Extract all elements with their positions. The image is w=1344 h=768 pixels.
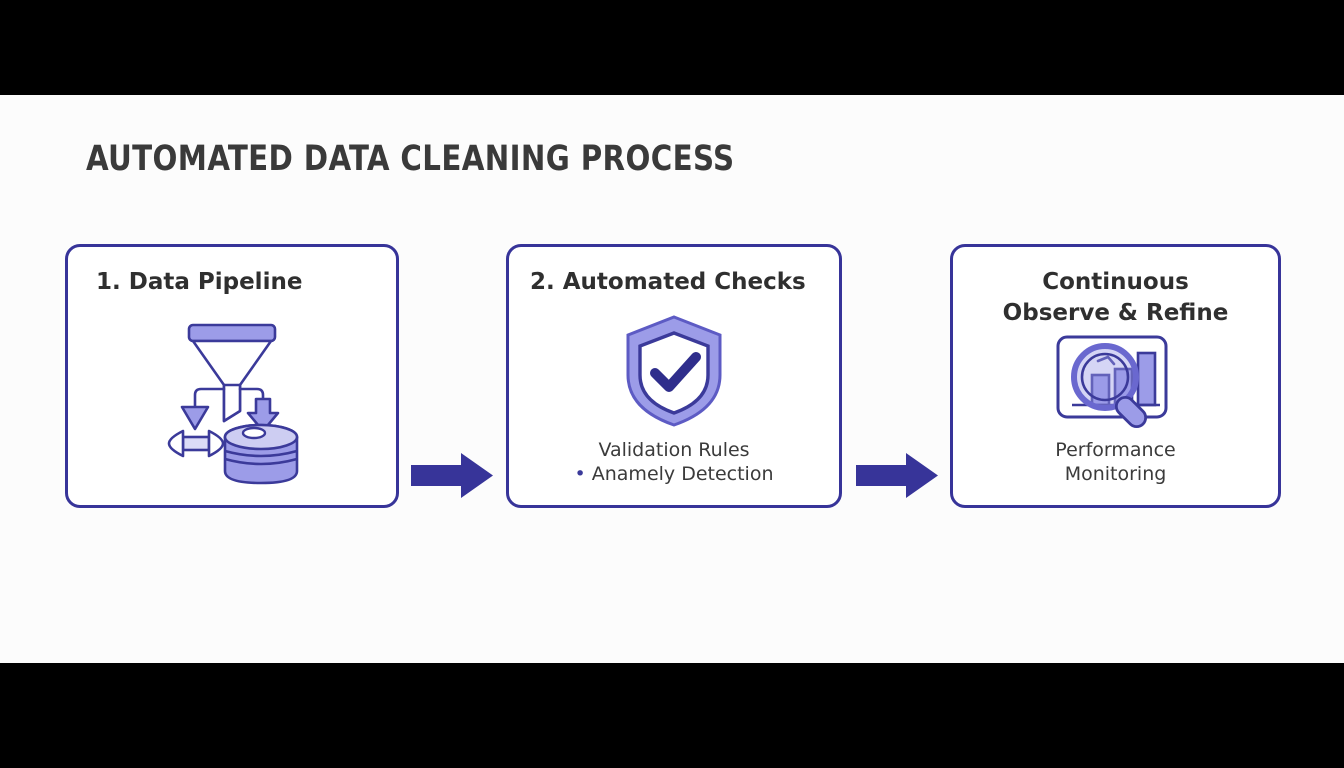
step-card-title: 1. Data Pipeline — [96, 269, 303, 295]
step-card-title-line2: Observe & Refine — [1002, 300, 1229, 327]
funnel-database-icon — [68, 319, 396, 489]
step-card-continuous-observe-refine[interactable]: Continuous Observe & Refine — [950, 244, 1281, 508]
step-card-title: Continuous Observe & Refine — [953, 267, 1278, 330]
arrow-right-icon — [856, 453, 938, 498]
arrow-right-icon — [411, 453, 493, 498]
step-card-caption: Validation Rules • Anamely Detection — [509, 439, 839, 487]
step-card-data-pipeline[interactable]: 1. Data Pipeline — [65, 244, 399, 508]
bullet-icon: • — [574, 463, 586, 486]
caption-line: Performance — [1055, 439, 1176, 462]
step-card-automated-checks[interactable]: 2. Automated Checks Validation Rules • A… — [506, 244, 842, 508]
shield-check-icon — [509, 313, 839, 429]
step-card-title: 2. Automated Checks — [530, 269, 806, 295]
step-card-title-line1: Continuous — [1042, 269, 1189, 295]
slide-canvas: AUTOMATED DATA CLEANING PROCESS 1. Data … — [0, 95, 1344, 663]
page-title: AUTOMATED DATA CLEANING PROCESS — [86, 139, 735, 179]
caption-line-text: Anamely Detection — [591, 463, 774, 486]
chart-magnifier-icon — [953, 333, 1278, 437]
caption-line-bulleted: • Anamely Detection — [509, 463, 839, 487]
caption-line: Validation Rules — [598, 439, 750, 462]
letterbox-bottom — [0, 663, 1344, 768]
letterbox-top — [0, 0, 1344, 95]
step-card-caption: Performance Monitoring — [953, 439, 1278, 487]
caption-line: Monitoring — [1064, 463, 1167, 486]
